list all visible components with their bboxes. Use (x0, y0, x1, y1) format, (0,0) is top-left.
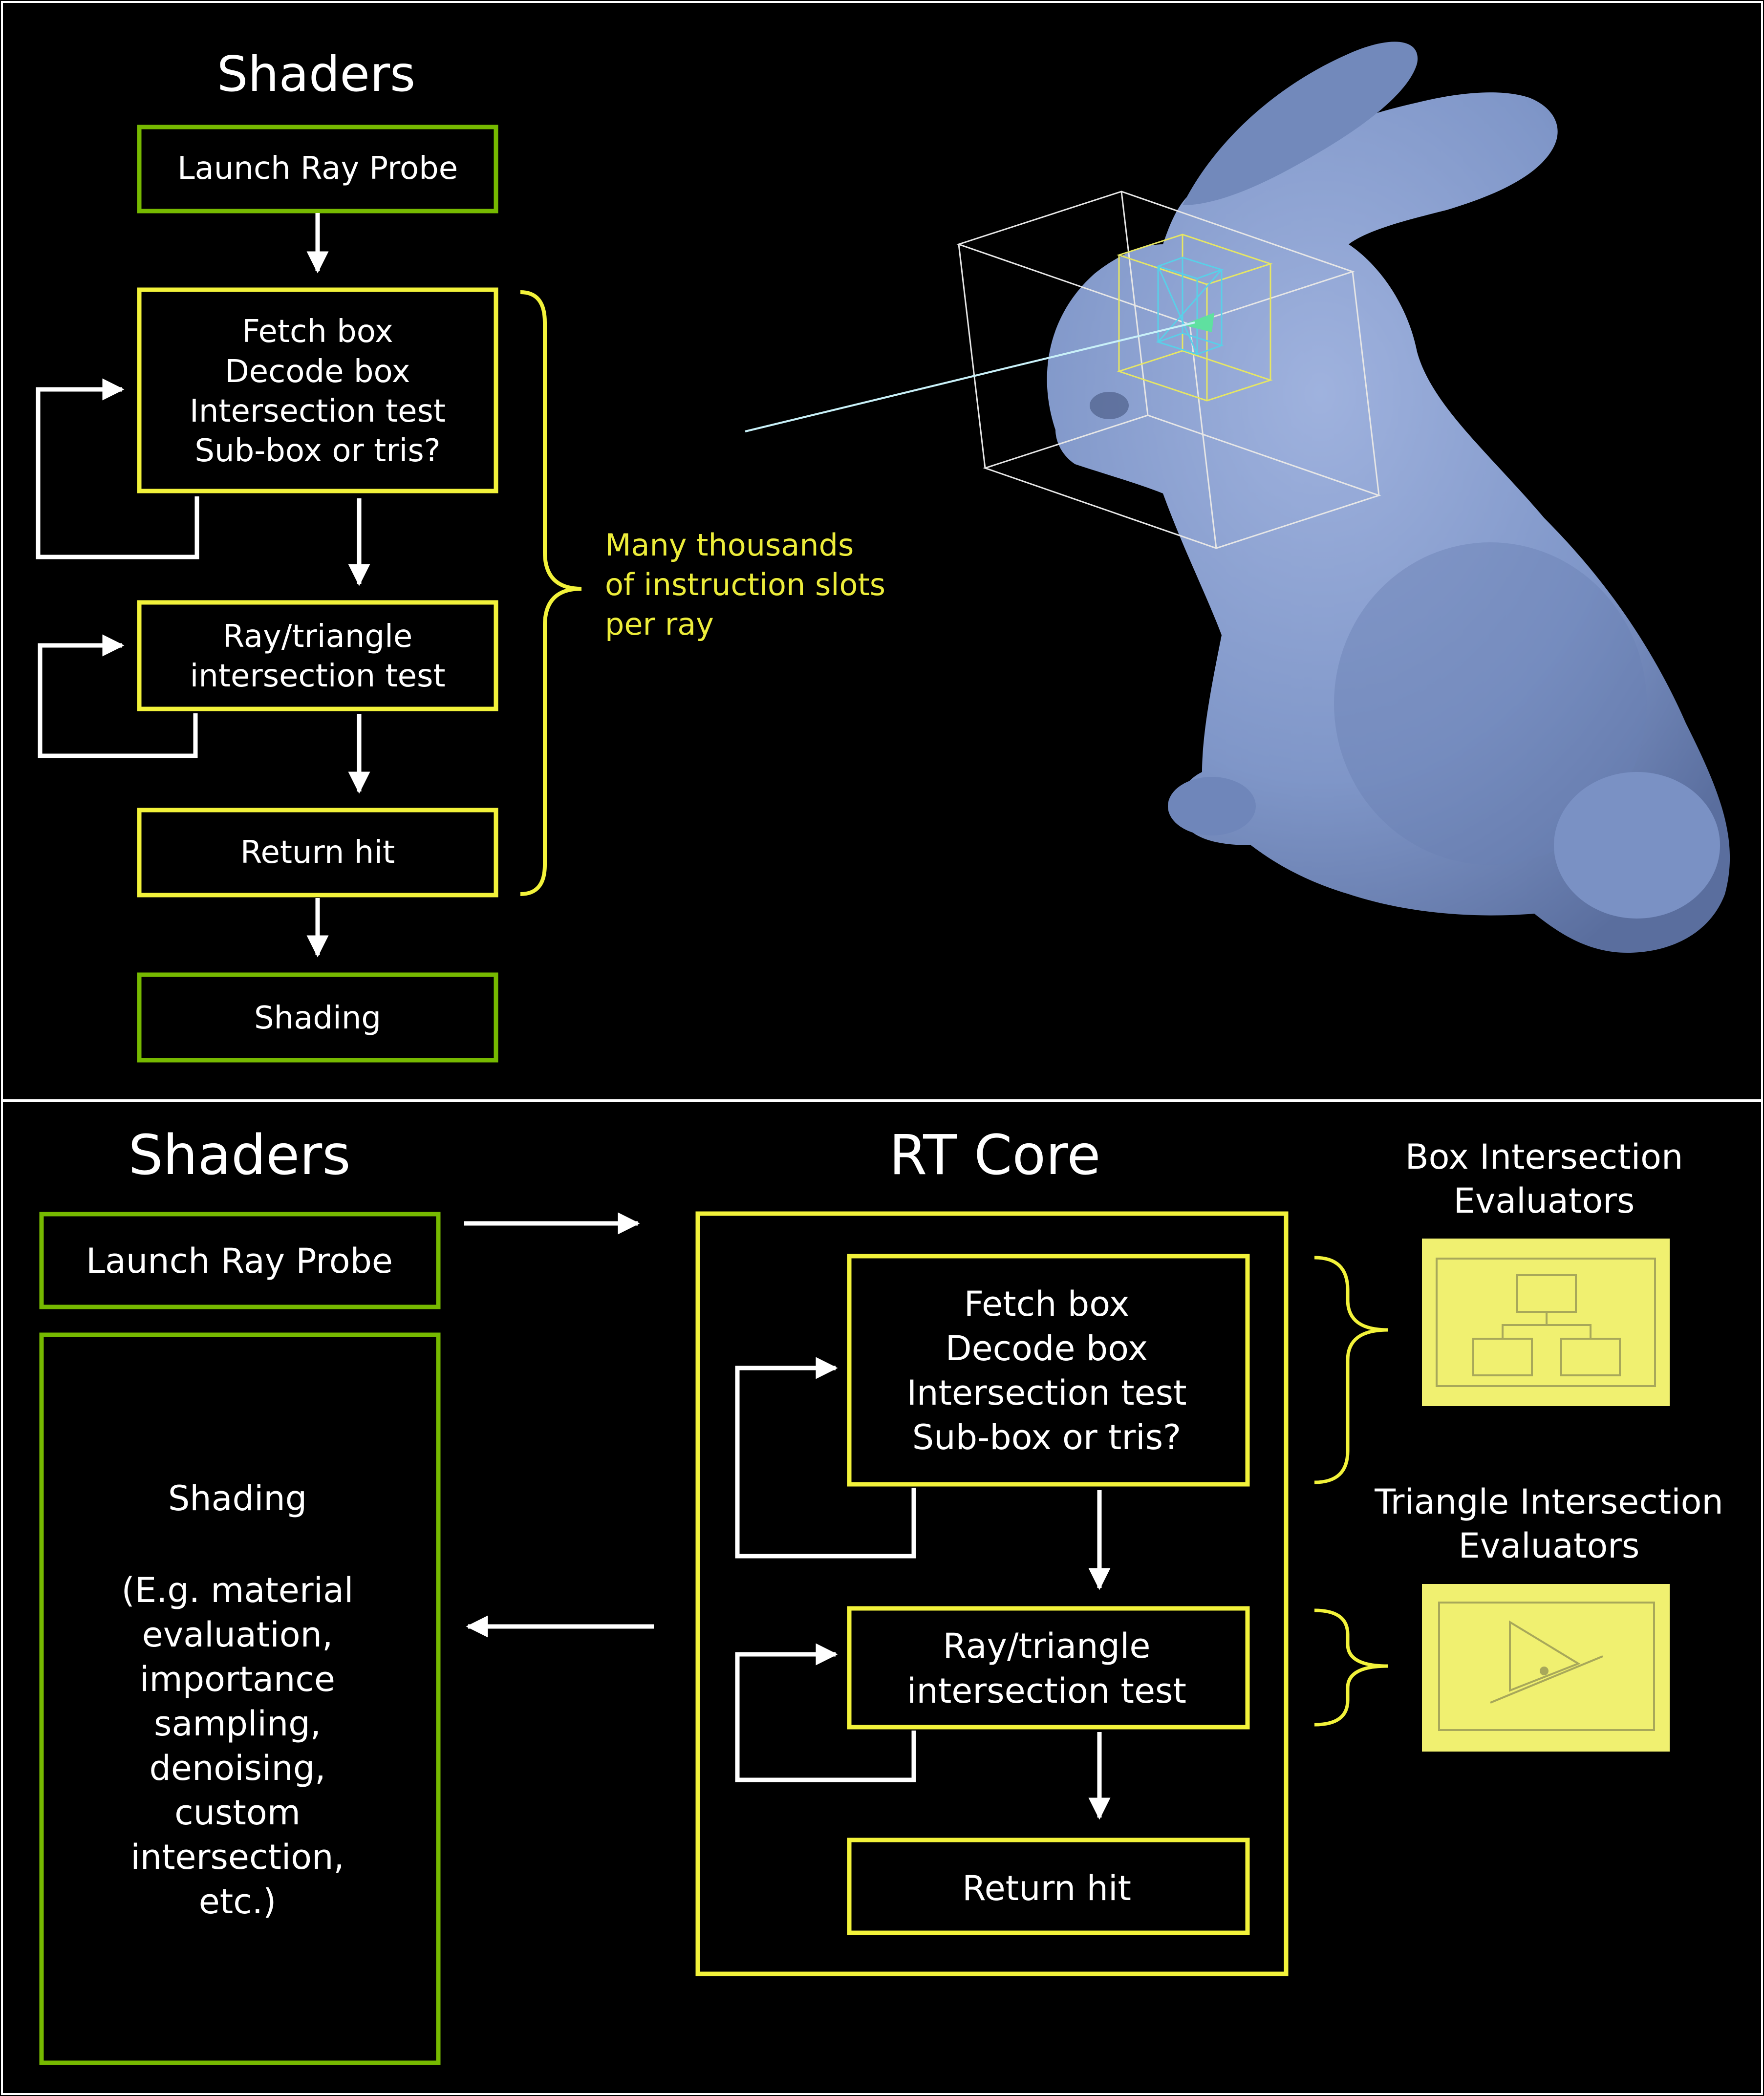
bottom-shading-line-4: sampling, (154, 1704, 321, 1744)
top-tri-box (137, 600, 498, 711)
top-tri-line-1: Ray/triangle (223, 619, 412, 655)
box-eval-brace (1314, 1256, 1388, 1484)
triangle-ray-icon (1422, 1584, 1670, 1752)
top-shading-label: Shading (254, 1000, 381, 1036)
bottom-return-box (847, 1838, 1250, 1935)
bottom-shading-line-6: custom (174, 1793, 301, 1833)
bottom-fetch-line-3: Intersection test (906, 1373, 1186, 1413)
top-fetch-line-4: Sub-box or tris? (194, 433, 440, 469)
top-fetch-line-1: Fetch box (242, 314, 393, 350)
bottom-fetch-box (847, 1254, 1250, 1487)
top-fetch-loop-arrow (36, 378, 199, 559)
top-curly-brace (520, 290, 582, 896)
bottom-shading-line-8: etc.) (199, 1882, 277, 1922)
bottom-fetch-line-1: Fetch box (964, 1284, 1130, 1324)
bottom-tri-loop-arrow (735, 1643, 916, 1782)
box-eval-title-1: Box Intersection (1405, 1137, 1683, 1177)
top-shading-box (137, 972, 498, 1063)
bottom-shading-line-7: intersection, (130, 1837, 344, 1877)
top-note-line-1: Many thousands (605, 527, 854, 563)
bvh-hit-triangle (1183, 313, 1214, 332)
top-return-label: Return hit (240, 834, 395, 871)
tri-eval-title-1: Triangle Intersection (1374, 1482, 1723, 1522)
bottom-fetch-line-4: Sub-box or tris? (912, 1417, 1181, 1457)
bottom-panel-border (1, 1100, 1763, 2095)
bunny-front-foot (1168, 777, 1256, 835)
top-fetch-line-2: Decode box (225, 354, 410, 390)
box-eval-title-2: Evaluators (1454, 1181, 1635, 1221)
bottom-panel: Shaders RT Core Box Intersection Evaluat… (39, 1124, 1723, 2065)
top-fetch-line-3: Intersection test (190, 393, 446, 429)
top-panel: Shaders Launch Ray Probe Fetch box Decod… (36, 42, 1730, 1063)
bunny-body-shade (1334, 542, 1647, 865)
rt-core-title: RT Core (889, 1124, 1101, 1187)
top-launch-label: Launch Ray Probe (177, 150, 458, 187)
hierarchy-tree-icon (1422, 1239, 1670, 1406)
bunny-eye-shade (1090, 392, 1129, 419)
bottom-shading-title: Shading (168, 1478, 307, 1519)
bunny-left-ear (1183, 42, 1418, 205)
stanford-bunny-bvh-illustration (745, 42, 1730, 953)
bottom-shading-line-5: denoising, (149, 1748, 325, 1788)
bottom-tri-box (847, 1606, 1250, 1730)
top-shaders-title: Shaders (217, 45, 415, 103)
bvh-small-box (1156, 257, 1224, 355)
top-tri-line-2: intersection test (190, 658, 446, 694)
bottom-tri-line-1: Ray/triangle (943, 1626, 1151, 1666)
bottom-launch-box (39, 1212, 441, 1309)
bottom-fetch-loop-arrow (735, 1357, 916, 1559)
bottom-shaders-title: Shaders (128, 1124, 350, 1187)
bottom-return-label: Return hit (962, 1868, 1131, 1908)
bottom-shading-line-1: (E.g. material (122, 1570, 354, 1610)
probe-ray (745, 321, 1195, 432)
top-note-line-2: of instruction slots (605, 567, 885, 602)
tri-eval-brace (1314, 1608, 1388, 1727)
bottom-shading-box (39, 1332, 441, 2065)
top-fetch-box (137, 287, 498, 493)
top-tri-loop-arrow (38, 634, 198, 758)
bvh-large-box (956, 191, 1381, 549)
bunny-body (1047, 92, 1730, 953)
top-note-line-3: per ray (605, 606, 714, 642)
bottom-shading-line-2: evaluation, (142, 1615, 333, 1655)
bottom-fetch-line-2: Decode box (946, 1328, 1148, 1369)
bottom-tri-line-2: intersection test (907, 1671, 1186, 1711)
rt-core-box (695, 1211, 1289, 1976)
bottom-launch-label: Launch Ray Probe (86, 1241, 393, 1281)
top-launch-box (137, 125, 498, 214)
tri-eval-title-2: Evaluators (1459, 1526, 1640, 1566)
top-return-box (137, 808, 498, 898)
bunny-tail (1554, 772, 1720, 919)
bottom-shading-line-3: importance (140, 1659, 335, 1699)
